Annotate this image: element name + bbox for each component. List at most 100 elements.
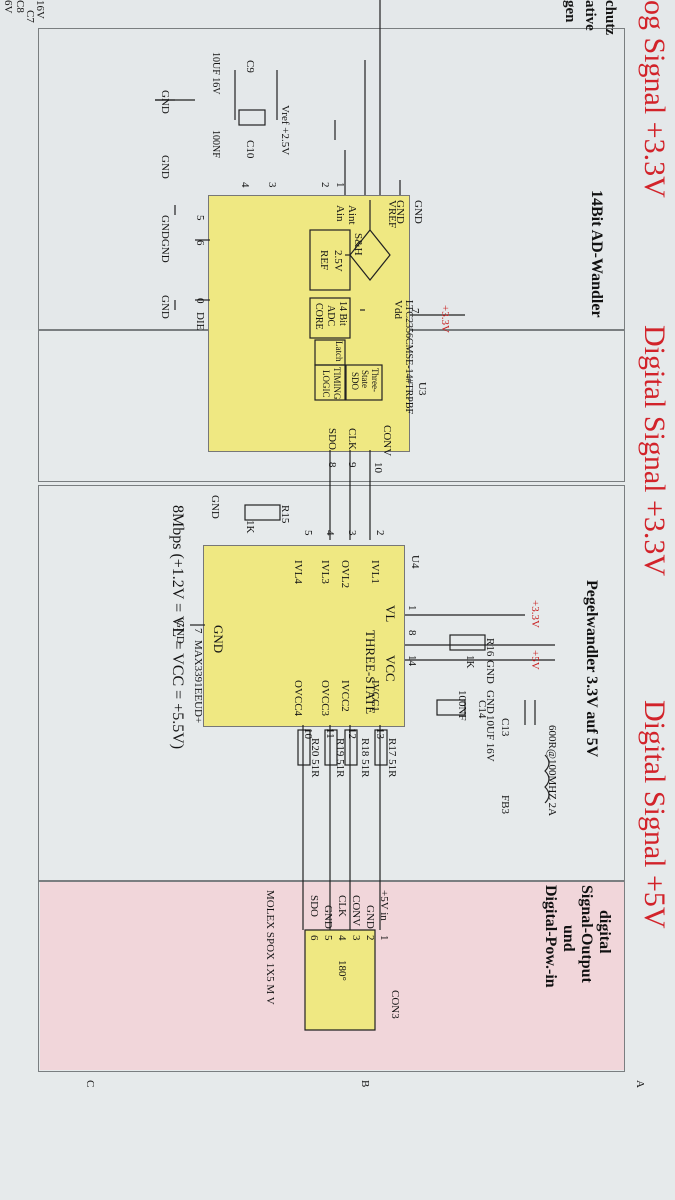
adc-ain-n: Ain bbox=[334, 205, 346, 222]
timing-block bbox=[314, 364, 346, 401]
adc-pin-9: 9 bbox=[346, 462, 358, 468]
u4-pin-1: 1 bbox=[406, 605, 418, 611]
adc-pin-0: 0 bbox=[194, 298, 206, 304]
u4-pin-5: 5 bbox=[302, 530, 314, 536]
adc-conv: CONV bbox=[381, 425, 393, 457]
adc-die: DIE bbox=[194, 312, 206, 331]
c14-value: 100NF bbox=[456, 690, 468, 721]
fb3-value: 600R@100MHZ 2A bbox=[546, 725, 558, 817]
adc-pin-8: 8 bbox=[326, 462, 338, 468]
adc-pin-5: 5 bbox=[194, 215, 206, 221]
adc-core-block bbox=[309, 297, 351, 339]
u4-pin-13: 13 bbox=[374, 728, 386, 739]
con3-pin-4: 4 bbox=[336, 935, 348, 941]
r20-body bbox=[297, 729, 311, 766]
adc-sh: S&H bbox=[352, 233, 364, 256]
u4-right-pin-1: IVCC1 bbox=[369, 680, 381, 712]
con3-sig-2: GND bbox=[364, 905, 376, 929]
adc-core-2: ADC bbox=[325, 305, 336, 327]
c8-value: 6V bbox=[2, 0, 14, 14]
r18-body bbox=[344, 729, 358, 766]
r16-value: 1K bbox=[464, 655, 476, 669]
r16-body bbox=[449, 634, 486, 651]
con3-pin-5: 5 bbox=[322, 935, 334, 941]
con3-sig-1: +5V in bbox=[378, 890, 390, 921]
adc-timing-2: LOGIC bbox=[321, 370, 331, 398]
vref-net-label: Vref +2.5V bbox=[279, 105, 291, 156]
adc-ain-p: Aint bbox=[346, 205, 358, 225]
adc-clk: CLK bbox=[346, 428, 358, 450]
u4-right-pin-4: OVCC4 bbox=[292, 680, 304, 717]
u4-partnum: MAX3391EEUD+ bbox=[192, 640, 204, 724]
ref-block bbox=[309, 229, 351, 291]
u4-pin-2: 2 bbox=[374, 530, 386, 536]
adc-supply: +3.3V bbox=[439, 305, 451, 333]
c13-value: 10UF 16V bbox=[484, 715, 496, 762]
con3-ref: CON3 bbox=[389, 990, 401, 1019]
gnd-label-1: GND bbox=[159, 90, 171, 114]
adc-pin-7: 7 bbox=[409, 308, 421, 314]
u4-vcc: VCC bbox=[383, 655, 398, 682]
adc-core-1: 14 Bit bbox=[337, 301, 348, 326]
border-letter-b: B bbox=[359, 1080, 371, 1088]
u4-pin-4: 4 bbox=[324, 530, 336, 536]
c9-label: C9 bbox=[244, 60, 256, 73]
r20-label: R20 51R bbox=[309, 738, 321, 778]
c10-value: 100NF bbox=[210, 130, 221, 158]
supply-5-label: +5V bbox=[529, 650, 541, 670]
adc-gnd2-pin: GND bbox=[394, 200, 406, 224]
three-state-block bbox=[345, 364, 383, 401]
con3-angle: 180° bbox=[336, 960, 348, 981]
u4-left-pin-2: OVL2 bbox=[339, 560, 351, 589]
u4-pin-8: 8 bbox=[406, 630, 418, 636]
adc-pin-1: 1 bbox=[334, 182, 346, 188]
adc-3s-3: SDO bbox=[350, 372, 360, 391]
u4-left-pin-1: IVL1 bbox=[369, 560, 381, 584]
gnd-label-2: GND bbox=[159, 155, 171, 179]
u4-pin-3: 3 bbox=[346, 530, 358, 536]
u3-partnum: LTC2356CMSE-14#TRPBF bbox=[403, 300, 414, 415]
r17-body bbox=[374, 729, 388, 766]
adc-core-3: CORE bbox=[313, 303, 324, 330]
r19-body bbox=[324, 729, 338, 766]
connector-body bbox=[304, 929, 376, 1031]
u4-pin-14: 14 bbox=[406, 655, 418, 666]
u4-gnd: GND bbox=[211, 625, 226, 654]
gnd-label-5: GND bbox=[209, 495, 221, 519]
gnd-label-3: GNDGND bbox=[159, 215, 171, 263]
con3-pin-6: 6 bbox=[308, 935, 320, 941]
adc-pin-10: 10 bbox=[372, 462, 384, 473]
gnd-label-8: GND bbox=[484, 690, 496, 714]
adc-pin-3: 3 bbox=[266, 182, 278, 188]
gnd-label-4: GND bbox=[159, 295, 171, 319]
gnd-label-7: GND bbox=[484, 660, 496, 684]
adc-pin-6: 6 bbox=[194, 240, 206, 246]
u4-pin-11: 11 bbox=[324, 728, 336, 739]
sh-block bbox=[349, 229, 391, 281]
c10-label: C10 bbox=[244, 140, 256, 159]
con3-pin-3: 3 bbox=[350, 935, 362, 941]
r18-label: R18 51R bbox=[359, 738, 371, 778]
u4-right-pin-3: OVCC3 bbox=[319, 680, 331, 717]
u3-ref: U3 bbox=[416, 382, 428, 396]
con3-sig-5: GND bbox=[322, 905, 334, 929]
adc-sdo: SDO bbox=[326, 428, 338, 451]
con3-sig-6: SDO bbox=[308, 895, 320, 918]
u4-right-pin-2: IVCC2 bbox=[339, 680, 351, 712]
fb3-label: FB3 bbox=[499, 795, 511, 814]
u4-pin-12: 12 bbox=[346, 728, 358, 739]
adc-ref-2: REF bbox=[318, 250, 330, 271]
adc-vdd-label: Vdd bbox=[392, 300, 404, 319]
gnd-label-6: GND bbox=[174, 620, 186, 644]
r17-label: R17 51R bbox=[386, 738, 398, 778]
adc-3s-2: State bbox=[360, 370, 370, 388]
r15-body bbox=[244, 504, 281, 521]
con3-sig-3: CONV bbox=[350, 895, 362, 927]
adc-timing-1: TIMING bbox=[332, 367, 342, 400]
border-letter-a: A bbox=[634, 1080, 646, 1088]
con3-model: MOLEX SPOX 1X5 M V bbox=[264, 890, 276, 1005]
gnd-symbols bbox=[155, 99, 195, 310]
adc-gnd-pin: GND bbox=[412, 200, 424, 224]
r15-label: R15 bbox=[279, 505, 291, 524]
